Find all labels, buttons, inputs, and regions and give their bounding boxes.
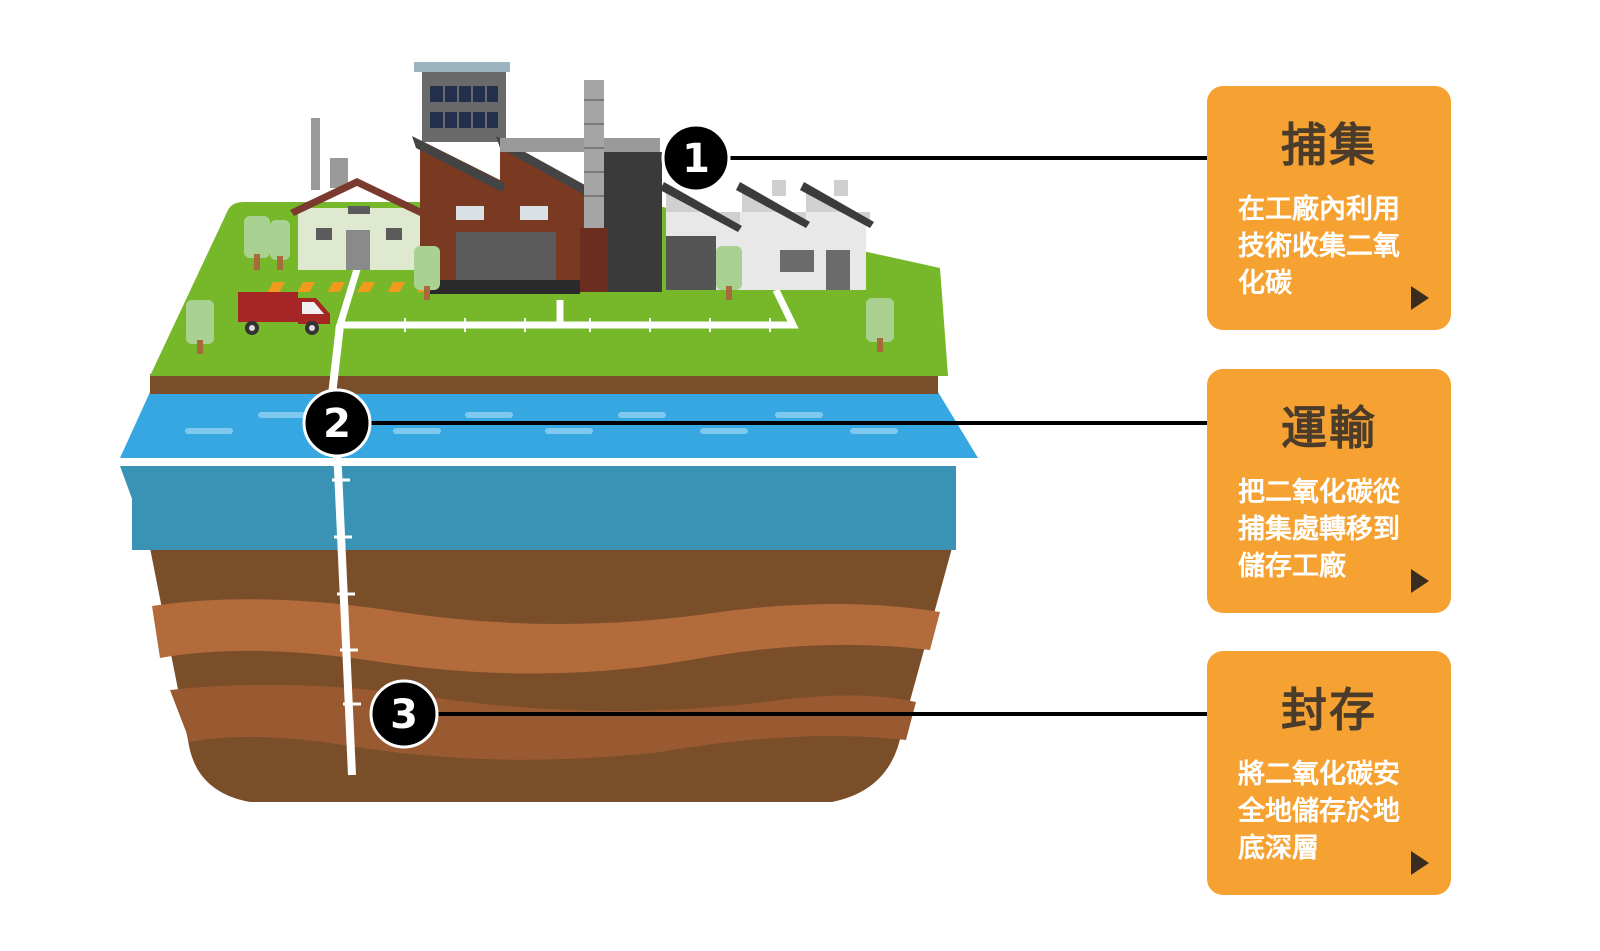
play-arrow-icon bbox=[1411, 286, 1429, 310]
trees bbox=[186, 216, 894, 354]
connector-lines bbox=[337, 156, 1208, 716]
step-card-storage[interactable]: 封存 將二氧化碳安全地儲存於地底深層 bbox=[1207, 651, 1451, 895]
step-card-description: 在工廠內利用技術收集二氧化碳 bbox=[1238, 193, 1400, 299]
water-dashes bbox=[185, 412, 898, 434]
chimney bbox=[500, 80, 662, 292]
step-card-title: 運輸 bbox=[1281, 401, 1377, 455]
control-tower bbox=[414, 62, 510, 142]
play-arrow-icon bbox=[1411, 851, 1429, 875]
step-card-title: 封存 bbox=[1281, 683, 1377, 737]
brick-factory bbox=[267, 136, 594, 294]
white-factory bbox=[660, 180, 874, 290]
step-card-title: 捕集 bbox=[1281, 118, 1377, 172]
play-arrow-icon bbox=[1411, 569, 1429, 593]
pipe-surface bbox=[335, 264, 799, 329]
soil-top-band bbox=[150, 374, 938, 394]
ground-cross-section bbox=[120, 374, 978, 802]
small-house bbox=[290, 118, 424, 270]
step-marker-2[interactable]: 2 bbox=[302, 388, 372, 458]
truck bbox=[238, 292, 330, 335]
pipe-ticks bbox=[404, 318, 771, 332]
marker-label: 1 bbox=[682, 136, 710, 182]
marker-label: 3 bbox=[390, 692, 418, 738]
marker-label: 2 bbox=[323, 401, 351, 447]
step-card-description: 將二氧化碳安全地儲存於地底深層 bbox=[1238, 758, 1400, 864]
factory-complex bbox=[186, 62, 894, 354]
step-marker-1[interactable]: 1 bbox=[661, 123, 731, 193]
soil-block bbox=[150, 548, 952, 802]
step-card-description: 把二氧化碳從捕集處轉移到儲存工廠 bbox=[1238, 476, 1400, 582]
pipe-vertical-ticks bbox=[332, 478, 361, 706]
step-marker-3[interactable]: 3 bbox=[369, 679, 439, 749]
step-card-capture[interactable]: 捕集 在工廠內利用技術收集二氧化碳 bbox=[1207, 86, 1451, 330]
step-card-transport[interactable]: 運輸 把二氧化碳從捕集處轉移到儲存工廠 bbox=[1207, 369, 1451, 613]
deep-water-top bbox=[120, 466, 956, 548]
